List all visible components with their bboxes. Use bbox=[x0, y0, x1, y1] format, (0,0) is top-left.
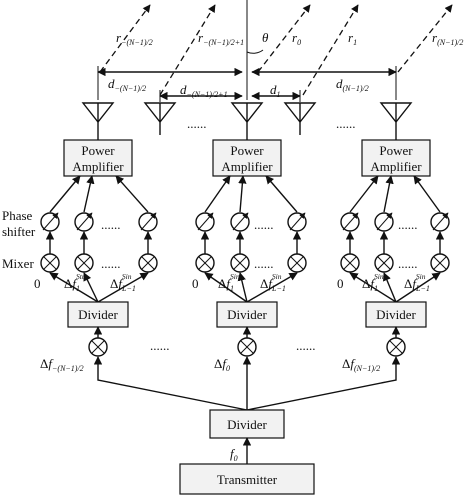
antenna-ellipsis-right: ...... bbox=[336, 116, 356, 131]
freq-offset-center: Δf0 bbox=[214, 356, 230, 373]
freq-offset-left: Δf−(N−1)/2 bbox=[40, 356, 84, 373]
phase-shifter-icon bbox=[138, 212, 158, 232]
d-left-label: d−(N−1)/2 bbox=[108, 76, 146, 93]
pa-label-line2: Amplifier bbox=[221, 159, 273, 174]
freq-offset-right: Δf(N−1)/2 bbox=[342, 356, 380, 373]
phase-label: Phase bbox=[2, 208, 33, 223]
mixer-icon bbox=[138, 253, 158, 273]
mixer-icon bbox=[340, 253, 360, 273]
feed-network: Divider f0 Transmitter bbox=[93, 356, 401, 495]
freq-f1: Δf1Sin bbox=[218, 272, 240, 293]
mixer-ellipsis: ...... bbox=[254, 256, 274, 271]
pa-label-line1: Power bbox=[230, 143, 264, 158]
divider-main bbox=[209, 409, 285, 439]
divider-label: Divider bbox=[227, 307, 267, 322]
mixer-icon bbox=[88, 337, 108, 357]
r1-label: r1 bbox=[348, 30, 357, 47]
ps-ellipsis: ...... bbox=[398, 217, 418, 232]
r-right-label: r(N−1)/2 bbox=[432, 30, 463, 47]
mixer-icon bbox=[230, 253, 250, 273]
offset-ellipsis-left: ...... bbox=[150, 338, 170, 353]
r0-label: r0 bbox=[292, 30, 301, 47]
mixer-icon bbox=[430, 253, 450, 273]
pa-label-line2: Amplifier bbox=[72, 159, 124, 174]
divider-center bbox=[216, 301, 278, 328]
pa-label-line1: Power bbox=[81, 143, 115, 158]
theta-label: θ bbox=[262, 30, 269, 45]
ray-right1 bbox=[302, 4, 359, 96]
transmitter bbox=[179, 463, 315, 495]
divider-main-label: Divider bbox=[227, 417, 267, 432]
power-amplifier-right bbox=[361, 139, 431, 177]
freq-fL: ΔfL−1Sin bbox=[110, 272, 136, 293]
antenna-icon bbox=[230, 102, 264, 140]
range-labels: r−(N−1)/2 r−(N−1)/2+1 θ r0 r1 r(N−1)/2 bbox=[116, 30, 463, 47]
divider-right bbox=[365, 301, 427, 328]
offset-ellipsis-right: ...... bbox=[296, 338, 316, 353]
d1-label: d1 bbox=[270, 82, 281, 99]
freq-zero: 0 bbox=[34, 276, 41, 291]
divider-label: Divider bbox=[78, 307, 118, 322]
spacing-labels: d−(N−1)/2 d−(N−1)/2+1 d1 d(N−1)/2 bbox=[108, 76, 369, 99]
antenna-icon bbox=[379, 102, 413, 140]
f0-label: f0 bbox=[230, 446, 238, 463]
power-amplifier-center bbox=[212, 139, 282, 177]
mixer-icon bbox=[40, 253, 60, 273]
divider-left bbox=[67, 301, 129, 328]
d-right-label: d(N−1)/2 bbox=[336, 76, 369, 93]
phase-shifter-icon bbox=[40, 212, 60, 232]
freq-zero: 0 bbox=[192, 276, 199, 291]
ray-left2 bbox=[159, 4, 216, 96]
r-left-label: r−(N−1)/2 bbox=[116, 30, 153, 47]
radiation-geometry bbox=[97, 0, 453, 102]
channel-left: Power Amplifier ...... ...... 0 Δf1Stu Δ… bbox=[34, 139, 158, 373]
divider-label: Divider bbox=[376, 307, 416, 322]
freq-f1: Δf1Stu bbox=[64, 272, 86, 293]
phase-shifter-icon bbox=[287, 212, 307, 232]
ps-ellipsis: ...... bbox=[101, 217, 121, 232]
mixer-ellipsis: ...... bbox=[101, 256, 121, 271]
phase-shifter-icon bbox=[374, 212, 394, 232]
pa-label-line2: Amplifier bbox=[370, 159, 422, 174]
mixer-icon bbox=[195, 253, 215, 273]
freq-fL: ΔfL−1Sin bbox=[404, 272, 430, 293]
antenna-icon bbox=[283, 102, 317, 135]
d-left2-label: d−(N−1)/2+1 bbox=[180, 82, 228, 99]
mixer-icon bbox=[237, 337, 257, 357]
ray-right bbox=[397, 4, 453, 73]
row-labels: Phase shifter Mixer bbox=[2, 208, 36, 271]
mixer-icon bbox=[74, 253, 94, 273]
antenna-ellipsis-left: ...... bbox=[187, 116, 207, 131]
phase-shifter-icon bbox=[430, 212, 450, 232]
mixer-ellipsis: ...... bbox=[398, 256, 418, 271]
r-left2-label: r−(N−1)/2+1 bbox=[198, 30, 244, 47]
freq-zero: 0 bbox=[337, 276, 344, 291]
channel-center: Power Amplifier ...... ...... 0 Δf1Sin Δ… bbox=[192, 139, 307, 373]
mixer-icon bbox=[287, 253, 307, 273]
antennas: ...... ...... bbox=[81, 102, 413, 140]
phase-shifter-icon bbox=[74, 212, 94, 232]
antenna-icon bbox=[143, 102, 177, 135]
shifter-label: shifter bbox=[2, 224, 36, 239]
ray-left bbox=[99, 4, 151, 73]
transmitter-label: Transmitter bbox=[217, 472, 278, 487]
ray-center bbox=[257, 4, 311, 73]
mixer-label: Mixer bbox=[2, 256, 34, 271]
mixer-icon bbox=[374, 253, 394, 273]
freq-fL: ΔfL−1Sin bbox=[260, 272, 286, 293]
phase-shifter-icon bbox=[340, 212, 360, 232]
pa-label-line1: Power bbox=[379, 143, 413, 158]
mixer-icon bbox=[386, 337, 406, 357]
power-amplifier-left bbox=[63, 139, 133, 177]
channel-right: Power Amplifier ...... ...... 0 Δf1Sin Δ… bbox=[337, 139, 450, 373]
theta-arc bbox=[246, 49, 264, 54]
antenna-icon bbox=[81, 102, 115, 140]
ps-ellipsis: ...... bbox=[254, 217, 274, 232]
phase-shifter-icon bbox=[230, 212, 250, 232]
phase-shifter-icon bbox=[195, 212, 215, 232]
